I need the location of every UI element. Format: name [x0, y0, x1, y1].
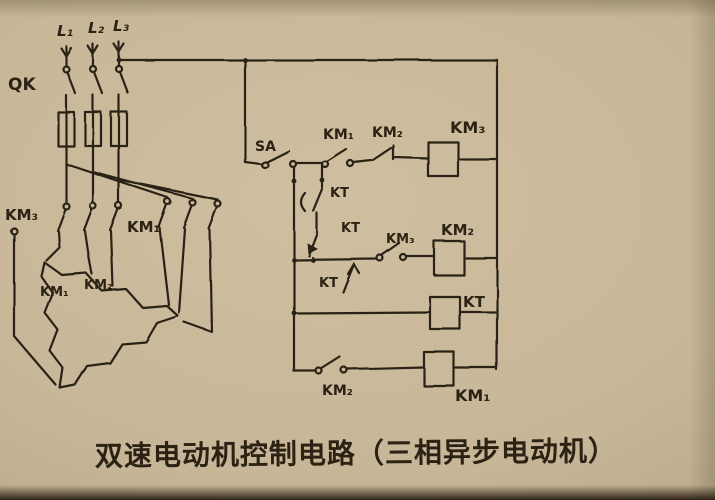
label-kt-coil: KT [463, 293, 486, 311]
kt-arrow-symbol [341, 262, 361, 294]
top-rung-wires [325, 143, 499, 164]
label-km2-nc: KM₂ [372, 125, 403, 141]
km3-contact-blades [55, 207, 120, 232]
label-km3-main: KM₃ [5, 206, 38, 224]
km3-coil-box [426, 140, 460, 178]
kt-coil-box [428, 295, 462, 331]
km2-coil-box [432, 239, 466, 277]
rung2-wires [292, 241, 499, 262]
km3-motor-leads [44, 229, 115, 288]
km1-motor-leads [158, 226, 214, 334]
diagram-caption: 双速电动机控制电路（三相异步电动机） [95, 434, 617, 472]
terminal-circles [9, 64, 408, 376]
rung3-wires [292, 310, 499, 315]
label-km3-no: KM₃ [386, 232, 415, 247]
circuit-ink [9, 40, 499, 390]
label-km1-main: KM₁ [127, 218, 160, 236]
rung4-wires [292, 355, 499, 373]
label-sa: SA [255, 139, 276, 155]
kt-time-contact-branch [299, 163, 324, 262]
qk-switch-blades [65, 70, 130, 95]
phase-lines [64, 40, 121, 204]
delta-winding [39, 260, 180, 390]
label-km2-coil: KM₂ [441, 221, 474, 239]
fuse-3 [109, 110, 129, 148]
km1-coil-box [422, 350, 456, 388]
fuse-2 [83, 110, 103, 148]
power-circuit [12, 40, 499, 390]
control-circuit [243, 58, 499, 388]
label-delta-km1: KM₁ [40, 285, 69, 300]
branch-wires [64, 162, 220, 202]
label-km1-no: KM₁ [323, 127, 354, 143]
left-motor-lead [12, 232, 58, 387]
label-l3: L₃ [113, 17, 130, 35]
label-l2: L₂ [88, 19, 105, 37]
label-km3-coil: KM₃ [450, 118, 485, 137]
kt-delay-arrowhead [307, 243, 318, 254]
label-delta-km2: KM₂ [84, 278, 113, 293]
label-km1-coil: KM₁ [455, 386, 490, 405]
fuse-1 [56, 110, 76, 148]
label-kt-contact-1: KT [330, 186, 349, 201]
label-qk: QK [8, 75, 36, 95]
label-km2-no: KM₂ [322, 383, 353, 399]
label-kt-contact-2: KT [341, 221, 360, 236]
labels: L₁ L₂ L₃ QK KM₃ KM₁ KM₁ KM₂ SA KM₁ KM₂ K… [5, 17, 617, 473]
junction-dots [116, 57, 325, 316]
label-l1: L₁ [57, 22, 73, 40]
label-kt-arrow: KT [319, 276, 338, 291]
km1-contact-blades [157, 203, 219, 231]
sa-switch [243, 149, 324, 166]
